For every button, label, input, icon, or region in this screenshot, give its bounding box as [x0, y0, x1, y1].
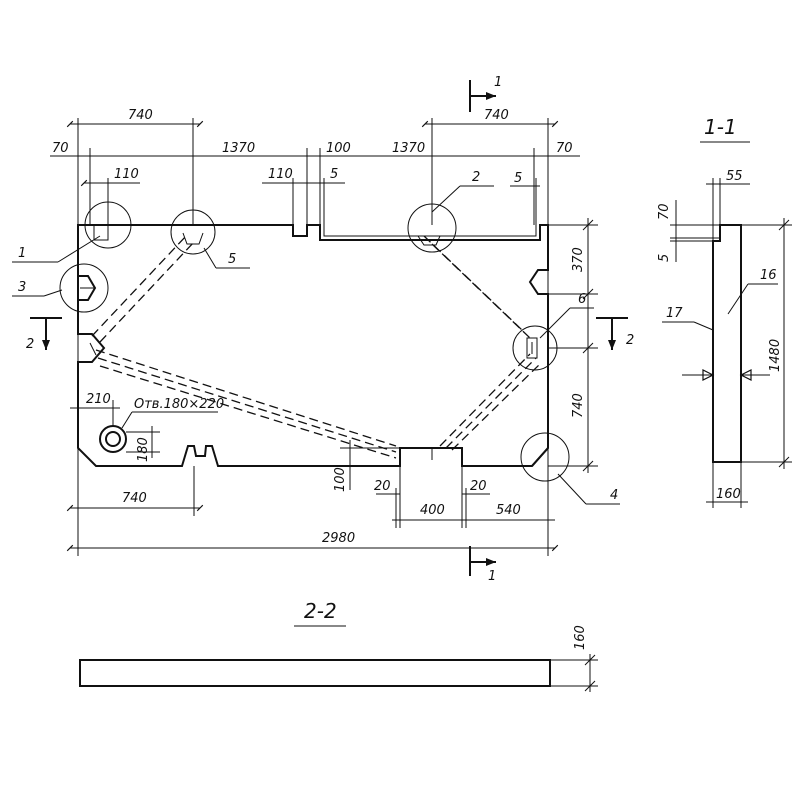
corner-notch: [93, 225, 109, 241]
panel-outline: [77, 224, 549, 467]
left-slot: [78, 275, 97, 301]
dim-210: 210: [86, 392, 111, 407]
section-mark-right-2: 2: [626, 333, 634, 348]
section-1-1-body: [712, 224, 742, 463]
callout-2: 2: [472, 170, 480, 185]
dim-1370-right: 1370: [392, 141, 425, 156]
rebar-dashed: [91, 235, 543, 459]
section-1-1: 1-1 55 70 5 1480: [657, 115, 792, 508]
section-mark-bottom-1: 1: [488, 569, 496, 584]
dim-400: 400: [420, 503, 445, 518]
dim-180: 180: [136, 437, 151, 462]
dim-5-top: 5: [330, 167, 338, 182]
section-1-1-dim-70: 70: [657, 203, 672, 220]
hole-label: Отв.180×220: [134, 397, 224, 412]
dim-370: 370: [571, 247, 586, 272]
right-pocket: [526, 337, 538, 359]
section-1-1-title: 1-1: [704, 115, 737, 139]
mounting-hole: [99, 425, 127, 453]
section-1-1-callout-17: 17: [666, 306, 683, 321]
callout-4: 4: [610, 488, 618, 503]
section-2-2-body: [79, 659, 551, 687]
section-2-2-dim-160: 160: [573, 625, 588, 650]
dim-100-top: 100: [326, 141, 351, 156]
dim-100-bottom: 100: [333, 467, 348, 492]
section-1-1-dim-55: 55: [726, 169, 743, 184]
section-2-2-title: 2-2: [304, 599, 337, 623]
dim-70-left: 70: [52, 141, 69, 156]
plan-labels: 740 740 70 70 1370 1370 100 110 110 5 5 …: [18, 75, 634, 584]
section-1-1-dim-160: 160: [716, 487, 741, 502]
dim-540: 540: [496, 503, 521, 518]
callout-5: 5: [228, 252, 236, 267]
dim-740-bottom: 740: [122, 491, 147, 506]
callout-circle-3: [59, 263, 109, 313]
dim-5-right: 5: [514, 171, 522, 186]
section-1-1-dim-1480: 1480: [768, 339, 783, 372]
dim-2980: 2980: [322, 531, 355, 546]
dim-110-left: 110: [114, 167, 139, 182]
dim-1370-left: 1370: [222, 141, 255, 156]
dim-740-top-left: 740: [128, 108, 153, 123]
dim-20-right: 20: [470, 479, 487, 494]
section-1-1-dim-5: 5: [657, 254, 672, 262]
section-mark-top-1: 1: [494, 75, 502, 90]
dim-740-top-right: 740: [484, 108, 509, 123]
dim-740-right: 740: [571, 393, 586, 418]
section-mark-left-2: 2: [26, 337, 34, 352]
top-recess-inner: [323, 225, 537, 237]
section-1-1-callout-16: 16: [760, 268, 777, 283]
callout-6: 6: [578, 292, 586, 307]
dim-110-mid: 110: [268, 167, 293, 182]
dim-70-right: 70: [556, 141, 573, 156]
plan-dimensions: [12, 80, 628, 576]
dim-20-left: 20: [374, 479, 391, 494]
callout-circle-4: [520, 432, 570, 482]
callout-3: 3: [18, 280, 26, 295]
callout-1: 1: [18, 246, 26, 261]
section-2-2: 2-2 160: [79, 599, 598, 692]
